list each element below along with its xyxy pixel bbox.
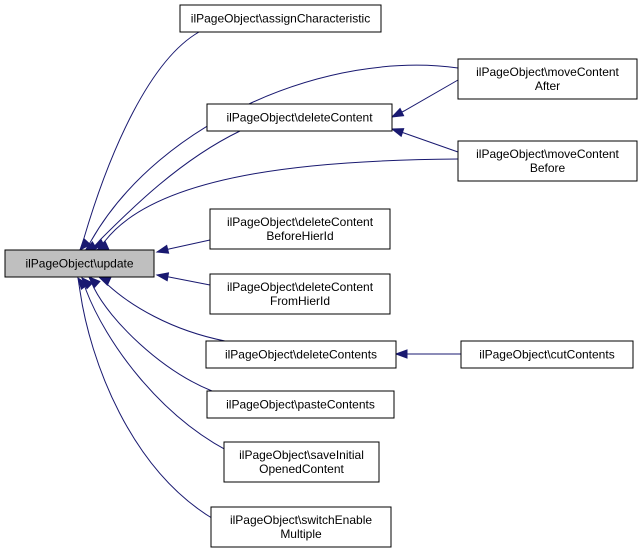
node-deleteContent[interactable]: ilPageObject\deleteContent: [206, 103, 393, 132]
edge-deleteContentBeforeHierId-to-update: [155, 239, 211, 254]
edge-arrowhead: [77, 276, 89, 291]
node-label: ilPageObject\cutContents: [479, 348, 614, 362]
edge-line: [96, 158, 459, 251]
edge-arrowhead: [79, 238, 92, 252]
edge-arrowhead: [155, 244, 170, 254]
node-box: [209, 273, 391, 315]
node-label: ilPageObject\saveInitial: [239, 448, 364, 462]
edge-deleteContents-to-update: [97, 276, 226, 342]
node-box: [223, 441, 380, 483]
node-label: OpenedContent: [259, 462, 344, 476]
node-update[interactable]: ilPageObject\update: [4, 249, 155, 278]
node-box: [179, 4, 382, 33]
edge-deleteContentFromHierId-to-update: [155, 272, 211, 286]
node-label: ilPageObject\deleteContent: [226, 111, 373, 125]
node-label: ilPageObject\deleteContent: [227, 215, 374, 229]
node-label: ilPageObject\switchEnable: [230, 513, 372, 527]
node-box: [457, 58, 638, 100]
edge-switchEnableMultiple-to-update: [77, 276, 216, 521]
node-label: ilPageObject\deleteContent: [227, 280, 374, 294]
node-label: ilPageObject\deleteContents: [225, 348, 377, 362]
edge-arrowhead: [390, 107, 405, 118]
edge-line: [92, 130, 241, 249]
node-cutContents[interactable]: ilPageObject\cutContents: [460, 340, 634, 369]
nodes-layer: ilPageObject\update ilPageObject\assignCh…: [4, 4, 638, 548]
node-label: Multiple: [280, 527, 322, 541]
node-label: ilPageObject\update: [25, 257, 133, 271]
node-label: Before: [530, 161, 566, 175]
node-label: ilPageObject\moveContent: [476, 147, 619, 161]
node-label: ilPageObject\assignCharacteristic: [191, 12, 370, 26]
edge-arrowhead: [390, 128, 405, 138]
edge-assignCharacteristic-to-update: [79, 31, 200, 252]
edge-line: [77, 277, 216, 521]
edge-line: [88, 276, 213, 392]
node-box: [209, 208, 391, 250]
node-box: [457, 140, 638, 182]
node-assignCharacteristic[interactable]: ilPageObject\assignCharacteristic: [179, 4, 382, 33]
node-pasteContents[interactable]: ilPageObject\pasteContents: [206, 390, 395, 419]
edge-line: [79, 31, 200, 251]
node-label: BeforeHierId: [266, 229, 333, 243]
edge-moveContentAfter-to-deleteContent: [390, 79, 459, 118]
node-box: [205, 340, 397, 369]
node-label: FromHierId: [270, 294, 330, 308]
edge-arrowhead: [155, 272, 170, 282]
edge-arrowhead: [394, 349, 408, 359]
node-label: ilPageObject\pasteContents: [226, 398, 375, 412]
node-deleteContents[interactable]: ilPageObject\deleteContents: [205, 340, 397, 369]
edge-line: [98, 276, 226, 342]
node-box: [4, 249, 155, 278]
edge-line: [81, 277, 241, 458]
edge-cutContents-to-deleteContents: [394, 349, 461, 359]
edges-layer: [77, 31, 461, 521]
edge-arrowhead: [97, 276, 112, 287]
node-box: [206, 103, 393, 132]
node-box: [460, 340, 634, 369]
node-label: After: [535, 79, 560, 93]
node-box: [206, 390, 395, 419]
node-label: ilPageObject\moveContent: [476, 65, 619, 79]
edge-moveContentBefore-to-deleteContent: [390, 128, 459, 153]
node-box: [210, 506, 392, 548]
